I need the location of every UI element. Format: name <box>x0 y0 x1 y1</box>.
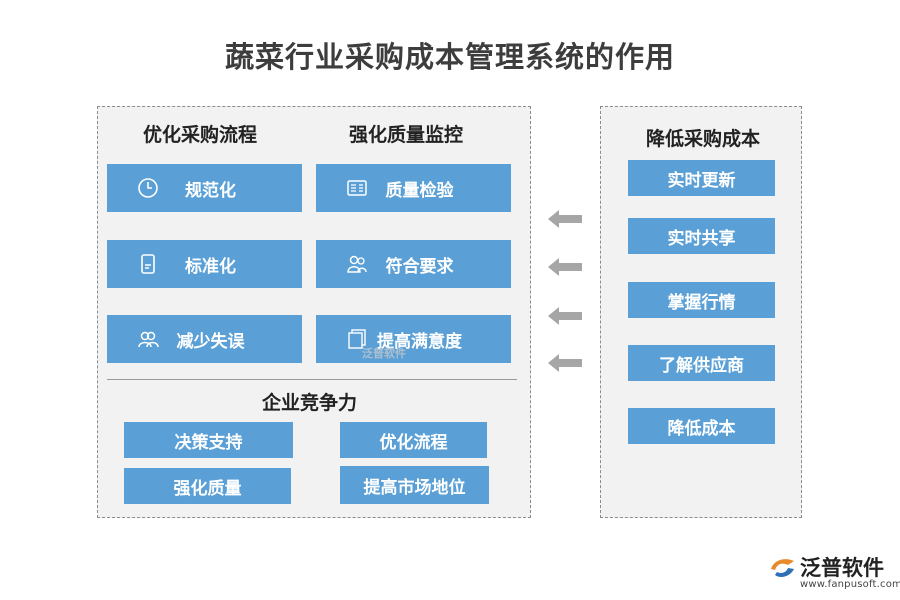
user-group-icon <box>347 255 367 273</box>
right-heading: 降低采购成本 <box>646 128 761 150</box>
left-arrow-icon <box>548 258 582 276</box>
box-optimize-process: 优化流程 <box>340 422 487 458</box>
box-market-position: 提高市场地位 <box>340 466 489 504</box>
col1-heading: 优化采购流程 <box>143 124 258 146</box>
box-label: 符合要求 <box>385 256 454 277</box>
brand-url: www.fanpusoft.com <box>800 579 900 590</box>
box-improve-satisfaction: 提高满意度 <box>316 315 511 363</box>
box-market-info: 掌握行情 <box>628 282 775 318</box>
bottom-heading: 企业竞争力 <box>262 392 358 414</box>
watermark: 泛普软件 <box>362 347 406 360</box>
box-normalize: 标准化 <box>107 240 302 288</box>
people-icon <box>138 331 159 348</box>
box-label: 减少失误 <box>176 331 245 352</box>
left-arrow-icon <box>548 354 582 372</box>
box-label: 提高满意度 <box>377 331 462 352</box>
divider <box>107 379 517 380</box>
brand-logo-icon <box>771 559 794 577</box>
box-meet-requirements: 符合要求 <box>316 240 511 288</box>
stack-icon <box>348 329 366 349</box>
document-icon <box>141 254 155 274</box>
box-label: 规范化 <box>185 180 236 201</box>
left-arrow-icon <box>548 210 582 228</box>
id-card-icon <box>347 180 367 196</box>
left-arrow-icon <box>548 307 582 325</box>
box-realtime-share: 实时共享 <box>628 218 775 254</box>
box-decision-support: 决策支持 <box>124 422 293 458</box>
box-strengthen-quality: 强化质量 <box>124 468 291 504</box>
box-standardize: 规范化 <box>107 164 302 212</box>
col2-heading: 强化质量监控 <box>349 124 464 146</box>
box-quality-inspection: 质量检验 <box>316 164 511 212</box>
box-reduce-cost: 降低成本 <box>628 408 775 444</box>
brand-name: 泛普软件 <box>800 556 884 580</box>
box-know-suppliers: 了解供应商 <box>628 345 775 381</box>
box-realtime-update: 实时更新 <box>628 160 775 196</box>
box-reduce-errors: 减少失误 <box>107 315 302 363</box>
page-title: 蔬菜行业采购成本管理系统的作用 <box>224 40 675 74</box>
box-label: 标准化 <box>185 256 236 277</box>
clock-icon <box>138 178 158 198</box>
box-label: 质量检验 <box>385 180 454 201</box>
